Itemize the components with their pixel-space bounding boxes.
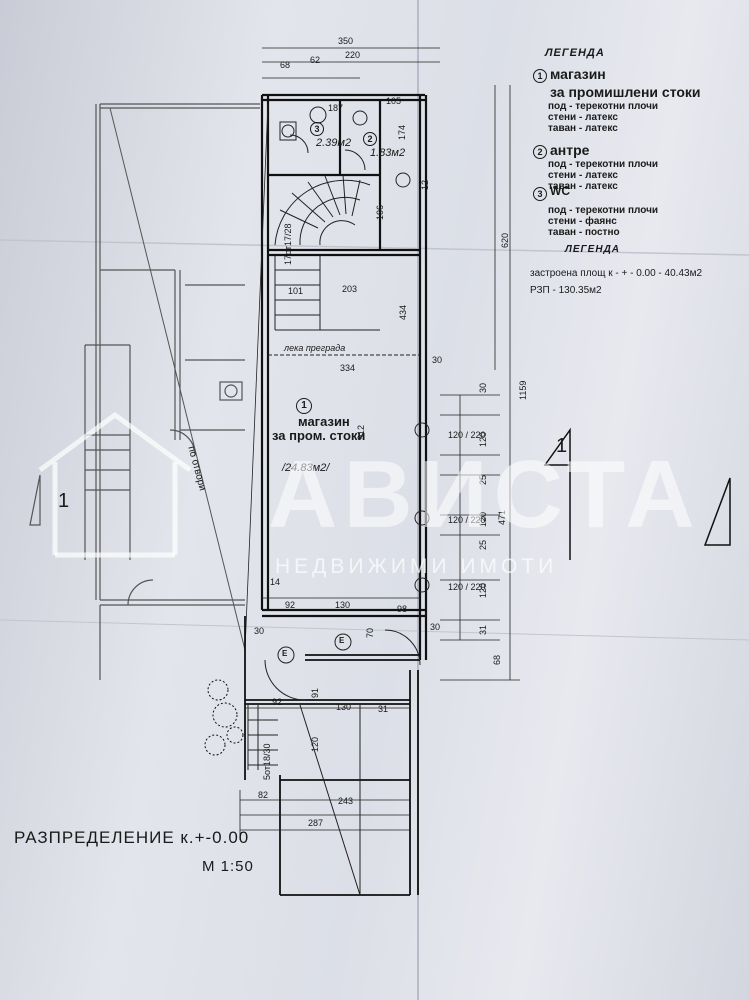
legend-item-3-number: 3	[533, 187, 547, 201]
dim-174: 174	[397, 124, 407, 140]
legend-item-1-floor: под - терекотни плочи	[548, 101, 659, 112]
dim-bottom-30b: 30	[430, 622, 441, 632]
partition-label: лека преграда	[284, 343, 346, 353]
legend-item-1-walls: стени - латекс	[548, 112, 618, 123]
dim-334: 334	[340, 363, 356, 373]
room-3-number: 3	[310, 122, 324, 136]
dim-bottom-92: 92	[285, 600, 296, 610]
legend-item-2-floor: под - терекотни плочи	[548, 159, 659, 170]
legend-item-1-name: магазин	[550, 66, 606, 82]
dim-bottom-130: 130	[335, 600, 351, 610]
dim-right-31: 31	[478, 624, 488, 635]
dim-912: 912	[356, 424, 366, 440]
dim-68: 68	[280, 60, 291, 70]
section-markers	[543, 427, 731, 560]
legend-item-2-number: 2	[533, 145, 547, 159]
watermark-text: АВИСТА	[268, 441, 701, 548]
legend-item-1-name2: за промишлени стоки	[550, 84, 701, 100]
room-1-label-line1: магазин	[298, 414, 350, 429]
room-1-label-line2: за пром. стоки	[272, 428, 366, 443]
door-tag-2: Е	[339, 636, 345, 645]
dim-right-30b: 30	[432, 355, 443, 365]
legend-item-1-number: 1	[533, 69, 547, 83]
window-3-size: 120 / 220	[448, 582, 486, 592]
section-label-left: 1	[58, 490, 70, 512]
main-walls	[260, 93, 428, 660]
room-2-area: 1.83м2	[370, 147, 406, 159]
dim-bottom-30a: 30	[254, 626, 265, 636]
dim-187: 187	[328, 103, 344, 113]
entrance-walls	[244, 616, 420, 896]
dim-bottom-98: 98	[397, 604, 408, 614]
dim-right-30a: 30	[478, 382, 488, 393]
room-1-number: 1	[296, 398, 312, 414]
legend-item-3-ceiling: таван - постно	[548, 227, 620, 238]
room-1-area: /24.83м2/	[282, 462, 330, 474]
dim-right-68: 68	[492, 654, 502, 665]
legend-item-3-name: WC	[550, 184, 570, 198]
legend-item-2-walls: стени - латекс	[548, 170, 618, 181]
legend-item-1-ceiling: таван - латекс	[548, 123, 618, 134]
watermark-logo	[38, 411, 192, 558]
legend-item-3-walls: стени - фаянс	[548, 216, 617, 227]
window-2-size: 120 / 220	[448, 515, 486, 525]
room-3-area: 2.39м2	[316, 137, 352, 149]
shrub-symbol	[204, 679, 244, 756]
drawing-scale: М 1:50	[202, 858, 254, 875]
room-2-number: 2	[363, 132, 377, 146]
dim-entry-120: 120	[310, 736, 320, 752]
legend-title: ЛЕГЕНДА	[545, 47, 605, 59]
dim-105: 105	[386, 96, 402, 106]
dim-106: 106	[375, 204, 385, 220]
dim-entry-92: 92	[272, 697, 283, 707]
dim-bottom-70: 70	[365, 627, 375, 638]
stair-bottom-steps: 5от18/30	[262, 743, 272, 780]
dim-entry-31: 31	[378, 704, 389, 714]
total-built-area: РЗП - 130.35м2	[530, 285, 602, 296]
dim-12: 12	[420, 179, 430, 190]
dimension-lines	[239, 47, 520, 840]
dim-620: 620	[500, 232, 510, 248]
watermark-subtext: НЕДВИЖИМИ ИМОТИ	[275, 555, 558, 578]
built-area: застроена площ к - + - 0.00 - 40.43м2	[530, 268, 703, 279]
dim-front-82: 82	[258, 790, 269, 800]
legend-title-2: ЛЕГЕНДА	[565, 244, 621, 255]
dim-entry-130: 130	[336, 702, 352, 712]
window-1-size: 120 / 220	[448, 430, 486, 440]
neighbour-plan	[29, 103, 260, 680]
spiral-stair	[244, 102, 420, 651]
dim-bottom-14: 14	[270, 577, 281, 587]
dim-350: 350	[338, 36, 354, 46]
dim-203: 203	[342, 284, 358, 294]
dim-front-243: 243	[338, 796, 354, 806]
drawing-title: РАЗПРЕДЕЛЕНИЕ к.+-0.00	[14, 828, 250, 847]
dim-101: 101	[288, 286, 304, 296]
dim-front-287: 287	[308, 818, 324, 828]
stair-top-steps: 17от17/28	[283, 223, 293, 265]
legend-item-2-ceiling: таван - латекс	[548, 181, 618, 192]
legend-item-3-floor: под - терекотни плочи	[548, 205, 659, 216]
dim-220: 220	[345, 50, 361, 60]
dim-entry-91: 91	[310, 687, 320, 698]
section-label-right: 1	[556, 435, 568, 457]
door-tag-1: Е	[282, 649, 288, 658]
dim-434: 434	[398, 304, 408, 320]
legend-item-2-name: антре	[550, 142, 590, 158]
dim-62: 62	[310, 55, 321, 65]
dim-1159: 1159	[518, 380, 528, 400]
